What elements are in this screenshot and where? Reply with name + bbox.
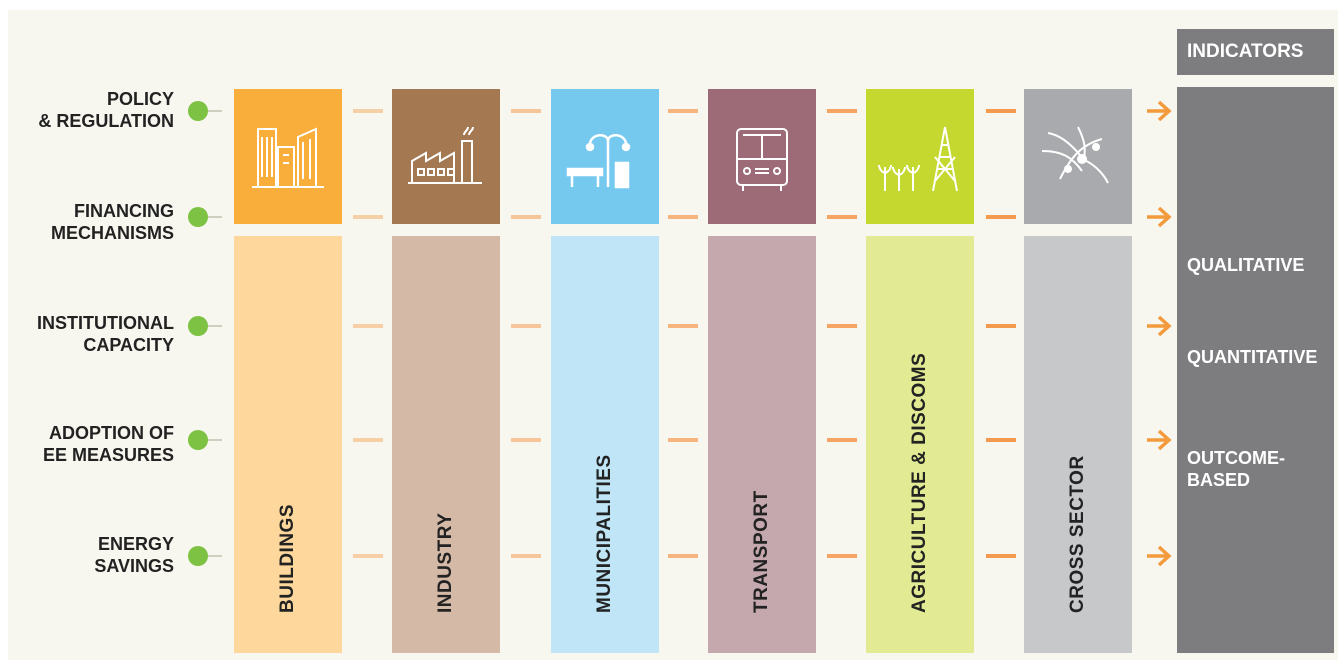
connector-dash: [353, 324, 383, 328]
crops-power-tower-icon: [866, 89, 974, 224]
connector-dash: [511, 324, 541, 328]
row-dot: [188, 207, 208, 227]
arrow-right-icon: [1147, 100, 1172, 122]
indicators-panel: [1177, 87, 1334, 653]
indicator-quantitative: QUANTITATIVE: [1187, 347, 1318, 367]
column-label-agriculture-discoms: AGRICULTURE & DISCOMS: [909, 352, 930, 613]
column-label-transport: TRANSPORT: [751, 490, 772, 613]
connector-dash: [668, 215, 698, 219]
arrow-right-icon: [1147, 429, 1172, 451]
bus-icon: [708, 89, 816, 224]
row-label-policy: POLICY& REGULATION: [38, 89, 174, 131]
connector-dash: [668, 438, 698, 442]
network-icon: [1024, 89, 1132, 224]
connector-dash: [827, 438, 857, 442]
connector-dash: [827, 324, 857, 328]
column-buildings: BUILDINGS: [234, 236, 342, 653]
connector-dash: [511, 215, 541, 219]
indicator-outcome-line2: BASED: [1187, 470, 1251, 490]
connector-dash: [986, 438, 1016, 442]
indicator-outcome-line1: OUTCOME-: [1187, 448, 1285, 468]
indicator-qualitative: QUALITATIVE: [1187, 255, 1305, 275]
connector-dash: [511, 109, 541, 113]
factory-icon: [392, 89, 500, 224]
row-dot: [188, 316, 208, 336]
street-lamp-bench-icon: [551, 89, 659, 224]
connector-dash: [827, 215, 857, 219]
column-label-municipalities: MUNICIPALITIES: [594, 454, 615, 613]
connector-dash: [986, 215, 1016, 219]
connector-dash: [668, 324, 698, 328]
column-cross-sector: CROSS SECTOR: [1024, 236, 1132, 653]
connector-dash: [986, 554, 1016, 558]
connector-dash: [986, 109, 1016, 113]
column-transport: TRANSPORT: [708, 236, 816, 653]
row-dot: [188, 546, 208, 566]
row-dot: [188, 430, 208, 450]
indicators-header: INDICATORS: [1177, 29, 1334, 75]
connector-dash: [827, 554, 857, 558]
row-connector: [208, 325, 222, 327]
column-label-industry: INDUSTRY: [435, 512, 456, 613]
connector-dash: [353, 215, 383, 219]
row-connector: [208, 439, 222, 441]
connector-dash: [511, 554, 541, 558]
connector-dash: [353, 554, 383, 558]
row-connector: [208, 216, 222, 218]
connector-dash: [986, 324, 1016, 328]
arrow-right-icon: [1147, 315, 1172, 337]
connector-dash: [668, 109, 698, 113]
connector-dash: [827, 109, 857, 113]
connector-dash: [353, 438, 383, 442]
arrow-right-icon: [1147, 545, 1172, 567]
connector-dash: [353, 109, 383, 113]
connector-dash: [668, 554, 698, 558]
row-connector: [208, 110, 222, 112]
column-industry: INDUSTRY: [392, 236, 500, 653]
column-municipalities: MUNICIPALITIES: [551, 236, 659, 653]
connector-dash: [511, 438, 541, 442]
buildings-icon: [234, 89, 342, 224]
row-dot: [188, 101, 208, 121]
arrow-right-icon: [1147, 206, 1172, 228]
column-label-cross-sector: CROSS SECTOR: [1067, 455, 1088, 613]
column-agriculture-discoms: AGRICULTURE & DISCOMS: [866, 236, 974, 653]
column-label-buildings: BUILDINGS: [277, 504, 298, 613]
row-connector: [208, 555, 222, 557]
